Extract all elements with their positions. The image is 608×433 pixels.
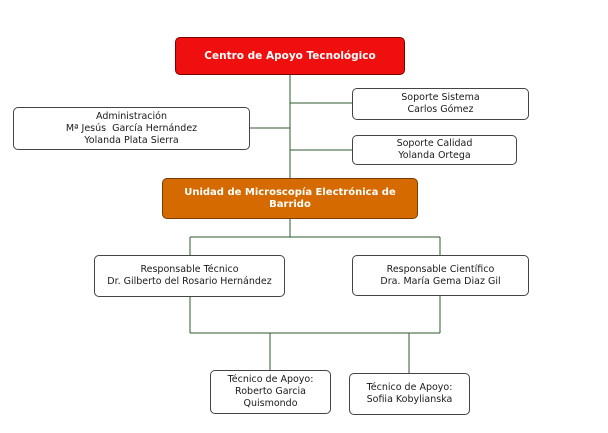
soporte-calidad-line-2: Yolanda Ortega (398, 150, 471, 161)
soporte-calidad-box: Soporte Calidad Yolanda Ortega (352, 135, 517, 165)
tecnico-apoyo-1-line-1: Técnico de Apoyo: (227, 374, 314, 385)
administracion-line-1: Administración (95, 110, 167, 122)
administracion-line-3: Yolanda Plata Sierra (84, 134, 179, 146)
soporte-sistema-box: Soporte Sistema Carlos Gómez (352, 88, 529, 120)
unidad-line-2: Barrido (269, 198, 311, 210)
administracion-box: Administración Mª Jesús García Hernández… (13, 107, 250, 150)
centro-apoyo-tecnologico-box: Centro de Apoyo Tecnológico (175, 37, 405, 75)
soporte-calidad-line-1: Soporte Calidad (396, 138, 473, 149)
responsable-cientifico-line-1: Responsable Científico (386, 263, 495, 275)
responsable-cientifico-box: Responsable Científico Dra. María Gema D… (352, 255, 529, 296)
soporte-sistema-line-2: Carlos Gómez (407, 104, 474, 115)
administracion-line-2: Mª Jesús García Hernández (65, 122, 198, 134)
responsable-tecnico-line-1: Responsable Técnico (140, 264, 239, 275)
tecnico-apoyo-2-box: Técnico de Apoyo: Sofiia Kobylianska (349, 373, 470, 415)
responsable-tecnico-line-2: Dr. Gilberto del Rosario Hernández (107, 276, 272, 287)
tecnico-apoyo-1-line-2: Roberto Garcia (235, 386, 306, 397)
tecnico-apoyo-1-box: Técnico de Apoyo: Roberto Garcia Quismon… (210, 370, 331, 414)
tecnico-apoyo-2-line-1: Técnico de Apoyo: (366, 382, 453, 393)
tecnico-apoyo-2-line-2: Sofiia Kobylianska (366, 394, 453, 405)
centro-title: Centro de Apoyo Tecnológico (204, 50, 376, 62)
soporte-sistema-line-1: Soporte Sistema (401, 92, 480, 103)
unidad-line-1: Unidad de Microscopía Electrónica de (184, 186, 396, 198)
tecnico-apoyo-1-line-3: Quismondo (243, 398, 298, 409)
unidad-microscopia-box: Unidad de Microscopía Electrónica de Bar… (162, 178, 418, 219)
responsable-cientifico-line-2: Dra. María Gema Diaz Gil (380, 275, 501, 287)
responsable-tecnico-box: Responsable Técnico Dr. Gilberto del Ros… (94, 255, 285, 297)
